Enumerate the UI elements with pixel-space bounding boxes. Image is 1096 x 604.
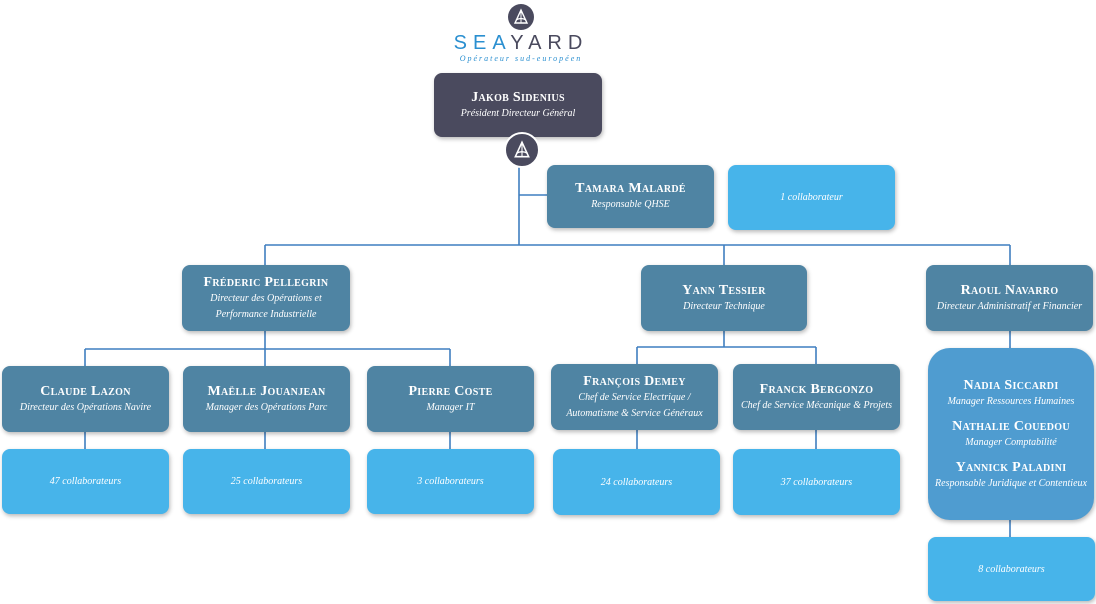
qhse-count: 1 collaborateur [780,192,843,203]
qhse-title: Responsable QHSE [591,199,670,210]
logo-wordmark: SEAYARD [446,32,596,54]
manager-name: Claude Lazon [40,383,131,399]
collaborator-count: 8 collaborateurs [978,563,1045,575]
qhse-card: Tamara Malardé Responsable QHSE [547,165,714,228]
manager-title: Chef de Service Mécanique & Projets [741,399,892,411]
manager-title: Chef de Service Electrique / Automatisme… [566,391,703,419]
manager-card-jouanjean: Maëlle Jouanjean Manager des Opérations … [183,366,350,432]
ceo-card: Jakob Sidenius Président Directeur Génér… [434,73,602,137]
director-title: Directeur Administratif et Financier [936,300,1083,312]
count-card-jouanjean: 25 collaborateurs [183,449,350,514]
collaborator-count: 24 collaborateurs [600,476,673,488]
qhse-count-card: 1 collaborateur [728,165,895,230]
manager-group-navarro: Nadia Siccardi Manager Ressources Humain… [928,348,1094,520]
group-entry: Yannick Paladini Responsable Juridique e… [929,459,1093,492]
director-name: Raoul Navarro [960,282,1059,298]
ceo-logo-badge [504,132,540,168]
manager-name: François Demey [583,373,686,389]
manager-name: Nathalie Couedou [952,418,1070,434]
manager-title: Manager Comptabilité [965,436,1057,448]
ceo-name: Jakob Sidenius [471,89,565,105]
count-card-bergonzo: 37 collaborateurs [733,449,900,515]
director-card-tessier: Yann Tessier Directeur Technique [641,265,807,331]
director-title: Directeur Technique [683,300,765,312]
manager-title: Manager IT [426,401,475,413]
count-card-navarro: 8 collaborateurs [928,537,1095,601]
sextant-icon [514,140,530,158]
director-title: Directeur des Opérations et Performance … [210,292,322,320]
manager-name: Maëlle Jouanjean [207,383,326,399]
count-card-lazon: 47 collaborateurs [2,449,169,514]
logo-tagline: Opérateur sud-européen [459,54,583,63]
group-entry: Nathalie Couedou Manager Comptabilité [952,418,1070,451]
manager-title: Directeur des Opérations Navire [19,401,152,413]
director-card-pellegrin: Fréderic Pellegrin Directeur des Opérati… [182,265,350,331]
manager-card-coste: Pierre Coste Manager IT [367,366,534,432]
group-entry: Nadia Siccardi Manager Ressources Humain… [942,377,1081,410]
logo-wordmark-yard: YARD [510,32,589,54]
manager-name: Pierre Coste [408,383,493,399]
manager-title: Manager Ressources Humaines [947,395,1075,407]
qhse-name: Tamara Malardé [575,181,686,196]
manager-card-demey: François Demey Chef de Service Electriqu… [551,364,718,430]
manager-name: Yannick Paladini [955,459,1067,475]
logo-wordmark-sea: SEA [453,32,511,54]
manager-title: Manager des Opérations Parc [205,401,328,413]
director-name: Fréderic Pellegrin [203,274,329,290]
collaborator-count: 25 collaborateurs [230,476,303,487]
count-card-demey: 24 collaborateurs [553,449,720,515]
collaborator-count: 37 collaborateurs [780,476,853,488]
director-name: Yann Tessier [682,282,766,298]
count-card-coste: 3 collaborateurs [367,449,534,514]
director-card-navarro: Raoul Navarro Directeur Administratif et… [926,265,1093,331]
manager-card-bergonzo: Franck Bergonzo Chef de Service Mécaniqu… [733,364,900,430]
sextant-icon [508,4,534,30]
manager-name: Franck Bergonzo [759,381,874,397]
company-logo: SEAYARD Opérateur sud-européen [446,4,596,63]
collaborator-count: 3 collaborateurs [417,476,484,487]
ceo-title: Président Directeur Général [460,107,576,119]
collaborator-count: 47 collaborateurs [49,476,122,487]
manager-title: Responsable Juridique et Contentieux [935,477,1087,489]
manager-card-lazon: Claude Lazon Directeur des Opérations Na… [2,366,169,432]
manager-name: Nadia Siccardi [963,377,1059,393]
